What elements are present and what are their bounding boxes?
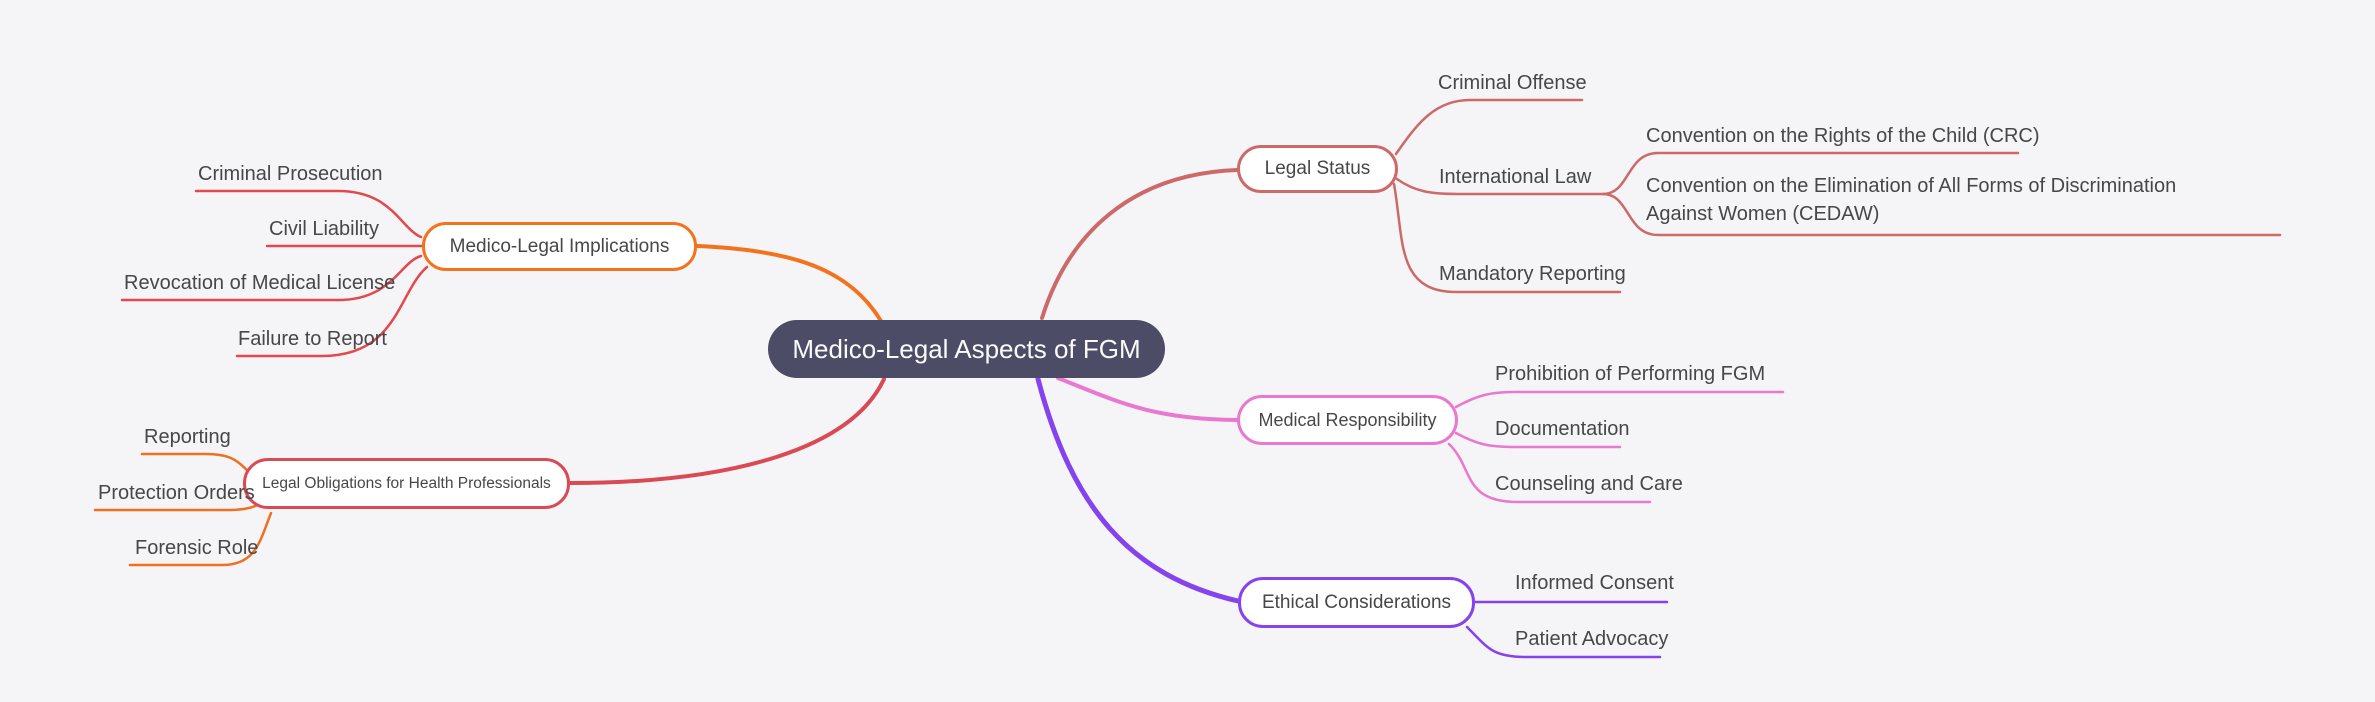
topic-prohibition-of-performing-fgm[interactable]: Prohibition of Performing FGM (1495, 363, 1766, 385)
topic-civil-liability[interactable]: Civil Liability (269, 218, 380, 240)
topic-international-law[interactable]: International Law (1439, 166, 1592, 188)
link-convention-crc (1601, 151, 2020, 196)
link-root-to-medico-legal-implications (695, 244, 883, 323)
topic-reporting[interactable]: Reporting (144, 426, 231, 448)
link-reporting (140, 452, 250, 473)
topic-documentation[interactable]: Documentation (1495, 418, 1630, 440)
branch-node-ethical-considerations[interactable]: Ethical Considerations (1238, 577, 1475, 628)
topic-criminal-prosecution[interactable]: Criminal Prosecution (198, 163, 383, 185)
topic-criminal-offense[interactable]: Criminal Offense (1438, 72, 1587, 94)
topic-informed-consent[interactable]: Informed Consent (1515, 572, 1674, 594)
link-documentation (1454, 431, 1622, 449)
link-forensic-role (128, 511, 273, 567)
link-root-to-medical-responsibility (1056, 376, 1239, 422)
branch-node-medical-responsibility[interactable]: Medical Responsibility (1237, 395, 1458, 445)
link-international-law (1395, 177, 1605, 196)
link-patient-advocacy (1465, 625, 1662, 659)
link-mandatory-reporting (1392, 182, 1622, 294)
link-prohibition-of-performing-fgm (1454, 390, 1785, 409)
link-criminal-prosecution (194, 189, 423, 239)
branch-node-legal-status[interactable]: Legal Status (1237, 145, 1398, 193)
link-root-to-legal-obligations (568, 377, 886, 485)
link-convention-cedaw (1601, 192, 2282, 237)
branch-node-legal-obligations[interactable]: Legal Obligations for Health Professiona… (243, 458, 570, 509)
topic-forensic-role[interactable]: Forensic Role (135, 537, 259, 559)
root-node[interactable]: Medico-Legal Aspects of FGM (768, 320, 1165, 378)
topic-failure-to-report[interactable]: Failure to Report (238, 328, 387, 350)
link-revocation-of-medical-license (120, 254, 423, 302)
link-counseling-and-care (1447, 442, 1652, 504)
topic-convention-cedaw[interactable]: Convention on the Elimination of All For… (1646, 175, 2177, 225)
topic-patient-advocacy[interactable]: Patient Advocacy (1515, 628, 1669, 650)
topic-revocation-of-medical-license[interactable]: Revocation of Medical License (124, 272, 396, 294)
branch-node-medico-legal-implications[interactable]: Medico-Legal Implications (422, 222, 697, 271)
topic-counseling-and-care[interactable]: Counseling and Care (1495, 473, 1683, 495)
topic-mandatory-reporting[interactable]: Mandatory Reporting (1439, 263, 1626, 285)
link-root-to-legal-status (1040, 168, 1239, 320)
topic-protection-orders[interactable]: Protection Orders (98, 482, 255, 504)
link-criminal-offense (1394, 98, 1584, 156)
topic-convention-crc[interactable]: Convention on the Rights of the Child (C… (1646, 125, 2040, 147)
link-root-to-ethical-considerations (1035, 376, 1241, 604)
link-failure-to-report (235, 265, 429, 358)
